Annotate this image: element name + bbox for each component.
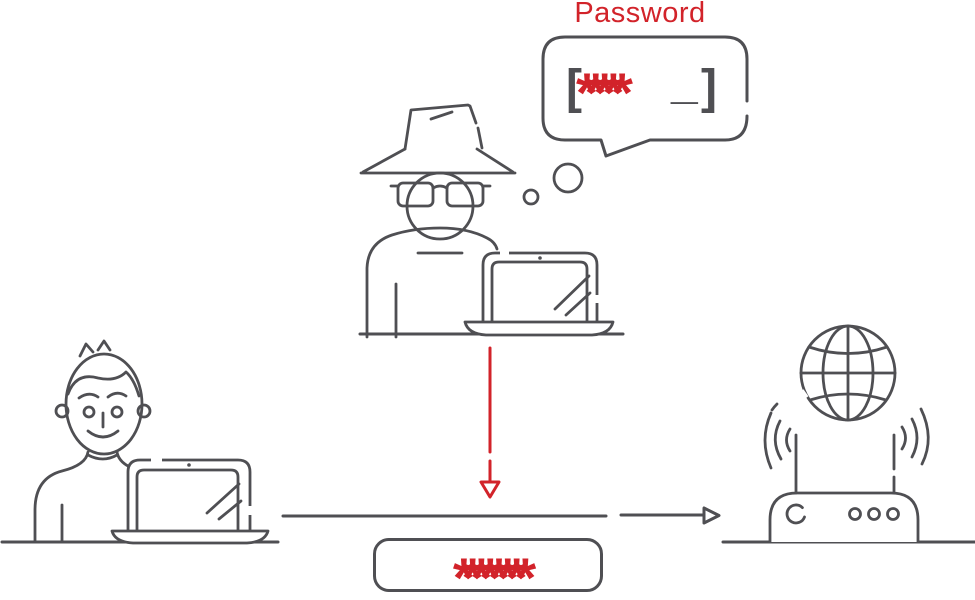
thought-circle-small xyxy=(522,188,540,206)
bubble-close-bracket: ] xyxy=(701,61,717,114)
user-at-laptop-icon xyxy=(0,339,280,545)
wifi-waves-right-icon xyxy=(900,407,930,466)
hacker-hat-brim xyxy=(359,147,517,175)
hacker-laptop-reflection xyxy=(553,274,592,317)
router-led xyxy=(867,507,881,521)
user-smile xyxy=(86,429,120,439)
hacker-laptop-screen xyxy=(481,251,599,324)
speech-bubble-content: [ ***** _ ] xyxy=(543,37,747,140)
hacker-laptop-base xyxy=(463,320,615,337)
hacker-laptop-camera-dot xyxy=(538,256,542,260)
router-body xyxy=(768,491,920,544)
thought-circle-large xyxy=(552,162,584,194)
user-ear xyxy=(54,403,70,419)
password-title: Password xyxy=(574,0,706,29)
intercepted-password-field: ******** xyxy=(373,538,603,600)
hacker-sunglasses-left-lens xyxy=(396,181,435,208)
thought-bubble-icon xyxy=(522,35,749,206)
arrowhead-down xyxy=(479,480,501,499)
user-laptop-screen xyxy=(126,458,252,533)
interception-arrow-icon xyxy=(479,346,501,499)
speech-bubble-outline xyxy=(541,35,749,158)
user-hair-fringe xyxy=(66,370,141,398)
user-head xyxy=(64,352,144,456)
user-laptop-reflection xyxy=(205,482,243,521)
hacker-body xyxy=(365,226,499,339)
user-eye xyxy=(82,405,96,419)
hacker-hat-crown xyxy=(403,103,484,151)
user-ear xyxy=(136,403,152,419)
globe-latitude-bottom xyxy=(808,392,888,402)
user-eyebrows xyxy=(77,391,128,400)
bubble-masked-entry: ***** xyxy=(576,61,633,124)
user-eye xyxy=(110,405,124,419)
masked-password-value: ******** xyxy=(452,546,536,600)
globe-meridian-ellipse xyxy=(821,324,875,422)
globe-latitude-top xyxy=(807,345,889,355)
router-led xyxy=(886,507,900,521)
router-power-icon xyxy=(785,503,806,525)
bubble-open-bracket: [ xyxy=(566,61,582,114)
router-led xyxy=(848,507,862,521)
hacker-at-laptop-icon xyxy=(358,103,625,339)
user-body xyxy=(33,450,90,544)
hacker-sunglasses-right-lens xyxy=(445,181,485,208)
hacker-sunglasses-bridge xyxy=(389,184,492,190)
user-laptop-base xyxy=(110,529,270,545)
arrowhead-right xyxy=(702,506,721,525)
wifi-router-icon xyxy=(721,402,975,544)
wifi-waves-left-icon xyxy=(763,402,792,470)
data-flow-arrow-icon xyxy=(281,506,721,525)
bubble-cursor: _ xyxy=(671,56,698,109)
internet-globe-icon xyxy=(798,324,897,422)
user-laptop-camera-dot xyxy=(187,463,191,467)
user-hair-spikes xyxy=(78,339,112,358)
